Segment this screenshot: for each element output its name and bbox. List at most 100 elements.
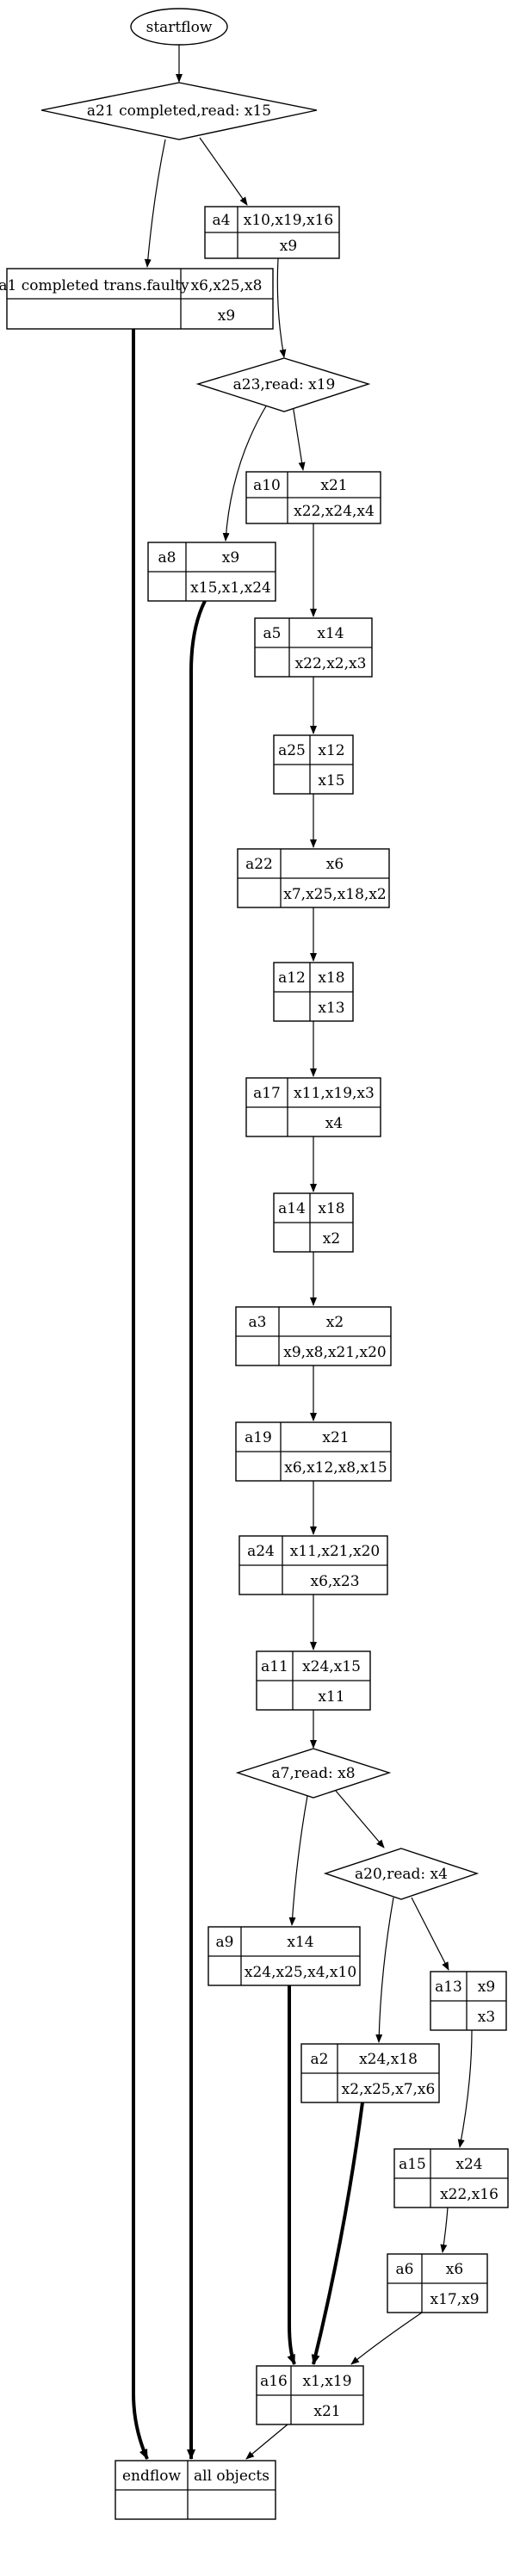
a16-id-label: a16: [260, 2373, 288, 2390]
edges: [132, 43, 473, 2460]
a10-bottom-label: x22,x24,x4: [294, 503, 375, 520]
a22-bottom-label: x7,x25,x18,x2: [283, 886, 386, 903]
a6-id-label: a6: [396, 2261, 414, 2278]
node-a5: a5 x14 x22,x2,x3: [254, 617, 373, 678]
end-node: endflow all objects: [115, 2460, 276, 2520]
edge-a15-a6: [440, 2207, 449, 2253]
node-a25: a25 x12 x15: [273, 734, 354, 795]
edge-d4-a2: [375, 1897, 394, 2043]
edge-d2-a10: [292, 404, 306, 471]
a22-id-label: a22: [245, 856, 273, 873]
node-a8: a8 x9 x15,x1,x24: [147, 542, 276, 602]
edge-d3-a9: [288, 1795, 308, 1926]
a17-top-label: x11,x19,x3: [294, 1085, 375, 1102]
decision-d1: a21 completed,read: x15: [40, 82, 318, 140]
a17-id-label: a17: [253, 1085, 281, 1102]
end-label: endflow: [122, 2468, 181, 2485]
node-a9: a9 x14 x24,x25,x4,x10: [207, 1926, 361, 1986]
a2-id-label: a2: [311, 2051, 329, 2068]
node-a3: a3 x2 x9,x8,x21,x20: [235, 1306, 392, 1366]
a13-top-label: x9: [478, 1978, 495, 1996]
edge-d3-d4: [335, 1790, 385, 1848]
node-a1: a1 completed trans.faulty x6,x25,x8 x9: [0, 268, 274, 330]
a2-bottom-label: x2,x25,x7,x6: [342, 2081, 436, 2098]
a12-bottom-label: x13: [318, 1000, 344, 1017]
a15-top-label: x24: [455, 2156, 482, 2173]
a10-id-label: a10: [253, 477, 281, 494]
decision-d2: a23,read: x19: [195, 357, 371, 412]
node-a10: a10 x21 x22,x24,x4: [245, 471, 381, 524]
node-a12: a12 x18 x13: [273, 962, 354, 1022]
edge-a4-d2: [276, 257, 287, 358]
a19-id-label: a19: [245, 1429, 272, 1446]
node-a15: a15 x24 x22,x16: [393, 2148, 509, 2208]
a9-top-label: x14: [287, 1934, 313, 1951]
a14-id-label: a14: [278, 1200, 306, 1217]
edge-a8-end: [187, 600, 207, 2460]
a1-bottom-label: x9: [218, 307, 235, 325]
a5-id-label: a5: [263, 625, 282, 642]
node-a19: a19 x21 x6,x12,x8,x15: [235, 1421, 392, 1482]
a8-id-label: a8: [158, 549, 176, 567]
a5-top-label: x14: [317, 625, 344, 642]
a1-id-label: a1 completed trans.faulty: [0, 277, 189, 294]
a24-id-label: a24: [247, 1543, 275, 1560]
node-a4: a4 x10,x19,x16 x9: [204, 206, 340, 259]
a8-top-label: x9: [222, 549, 239, 567]
a15-id-label: a15: [399, 2156, 426, 2173]
a6-bottom-label: x17,x9: [430, 2291, 479, 2308]
a12-id-label: a12: [278, 969, 306, 987]
edge-d1-a4: [199, 137, 248, 206]
edge-a16-end: [245, 2424, 288, 2460]
a11-bottom-label: x11: [318, 1688, 344, 1706]
a9-id-label: a9: [216, 1934, 234, 1951]
a19-top-label: x21: [322, 1429, 349, 1446]
decision-d1-label: a21 completed,read: x15: [87, 102, 271, 120]
a4-id-label: a4: [213, 212, 231, 229]
a11-top-label: x24,x15: [302, 1658, 361, 1675]
a14-top-label: x18: [318, 1200, 344, 1217]
edge-a1-end: [132, 329, 149, 2460]
a11-id-label: a11: [261, 1658, 288, 1675]
a1-top-label: x6,x25,x8: [191, 277, 263, 294]
edge-d4-a13: [411, 1897, 449, 1971]
a14-bottom-label: x2: [323, 1230, 340, 1248]
a16-bottom-label: x21: [313, 2403, 340, 2420]
a24-bottom-label: x6,x23: [310, 1573, 359, 1590]
node-a16: a16 x1,x19 x21: [256, 2365, 364, 2425]
node-a22: a22 x6 x7,x25,x18,x2: [237, 848, 390, 908]
a15-bottom-label: x22,x16: [440, 2186, 499, 2203]
a6-top-label: x6: [446, 2261, 463, 2278]
a17-bottom-label: x4: [325, 1115, 343, 1132]
a3-bottom-label: x9,x8,x21,x20: [283, 1344, 386, 1361]
a3-id-label: a3: [249, 1314, 267, 1331]
edge-a2-end: [311, 2102, 364, 2365]
a9-bottom-label: x24,x25,x4,x10: [245, 1964, 356, 1981]
decision-d3: a7,read: x8: [235, 1748, 392, 1799]
start-label: startflow: [146, 19, 213, 36]
end-value: all objects: [194, 2468, 269, 2485]
edge-a6-a16: [350, 2310, 425, 2365]
a12-top-label: x18: [318, 969, 344, 987]
a8-bottom-label: x15,x1,x24: [190, 579, 271, 597]
a19-bottom-label: x6,x12,x8,x15: [284, 1459, 387, 1477]
edge-d2-a8: [222, 404, 268, 542]
a13-id-label: a13: [435, 1978, 462, 1996]
node-a6: a6 x6 x17,x9: [387, 2253, 488, 2313]
decision-d3-label: a7,read: x8: [271, 1765, 355, 1782]
a3-top-label: x2: [326, 1314, 344, 1331]
edge-a13-a15: [457, 2029, 473, 2148]
edge-a9-end: [287, 1985, 296, 2365]
decision-d4-label: a20,read: x4: [355, 1866, 448, 1883]
decision-d2-label: a23,read: x19: [233, 376, 336, 393]
node-a13: a13 x9 x3: [430, 1971, 507, 2031]
a5-bottom-label: x22,x2,x3: [295, 655, 367, 672]
a22-top-label: x6: [326, 856, 344, 873]
a13-bottom-label: x3: [478, 2009, 495, 2026]
a24-top-label: x11,x21,x20: [290, 1543, 380, 1560]
a16-top-label: x1,x19: [302, 2373, 351, 2390]
node-a14: a14 x18 x2: [273, 1192, 354, 1253]
a2-top-label: x24,x18: [359, 2051, 418, 2068]
a4-bottom-label: x9: [280, 238, 297, 255]
